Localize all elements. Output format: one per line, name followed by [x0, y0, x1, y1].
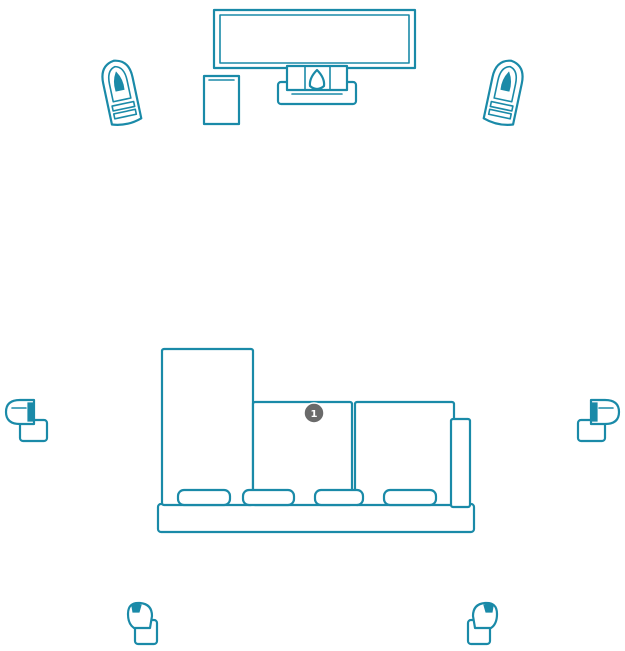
- surround-right-speaker-icon: [576, 398, 621, 443]
- front-right-speaker-icon: [482, 59, 524, 126]
- center-speaker-icon: [276, 64, 358, 106]
- rear-left-speaker-icon: [126, 601, 159, 646]
- rear-right-speaker-icon: [466, 601, 499, 646]
- listening-position-marker: 1: [303, 402, 325, 424]
- tv-icon: [212, 8, 417, 70]
- front-left-speaker-icon: [101, 59, 143, 126]
- listening-position-label: 1: [311, 409, 318, 420]
- sofa-icon: [156, 347, 476, 534]
- subwoofer-icon: [202, 74, 241, 126]
- surround-left-speaker-icon: [4, 398, 49, 443]
